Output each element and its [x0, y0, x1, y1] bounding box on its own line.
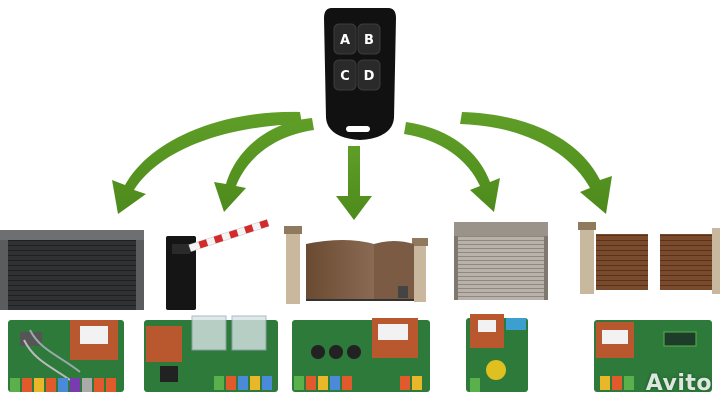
roller-shutter-image — [454, 222, 548, 300]
arrow-to-garage-door — [112, 111, 302, 214]
arrow-to-swing-gate — [460, 112, 612, 214]
arrow-to-barrier-gate — [214, 118, 314, 212]
control-board-4 — [466, 314, 528, 392]
remote-button-label: C — [340, 69, 350, 84]
remote-button-label: A — [340, 33, 350, 48]
watermark-logo: Avito — [645, 371, 712, 396]
control-board-1 — [8, 320, 124, 392]
arrow-to-sliding-gate — [336, 146, 372, 220]
arrow-to-roller-shutter — [404, 122, 500, 212]
control-board-3 — [292, 318, 430, 392]
control-board-2 — [144, 315, 278, 392]
remote-button-label: D — [364, 69, 375, 84]
control-board-5 — [594, 320, 712, 392]
remote-button-d: D — [357, 59, 381, 91]
barrier-gate-image — [166, 219, 270, 310]
remote-button-b: B — [357, 23, 381, 55]
garage-door-image — [0, 230, 144, 310]
remote-button-c: C — [333, 59, 357, 91]
swing-gate-image — [578, 222, 720, 294]
arrows — [112, 111, 612, 220]
remote-button-a: A — [333, 23, 357, 55]
sliding-gate-image — [284, 226, 428, 304]
remote-button-label: B — [364, 33, 374, 48]
remote-keyring-slot — [346, 126, 370, 132]
